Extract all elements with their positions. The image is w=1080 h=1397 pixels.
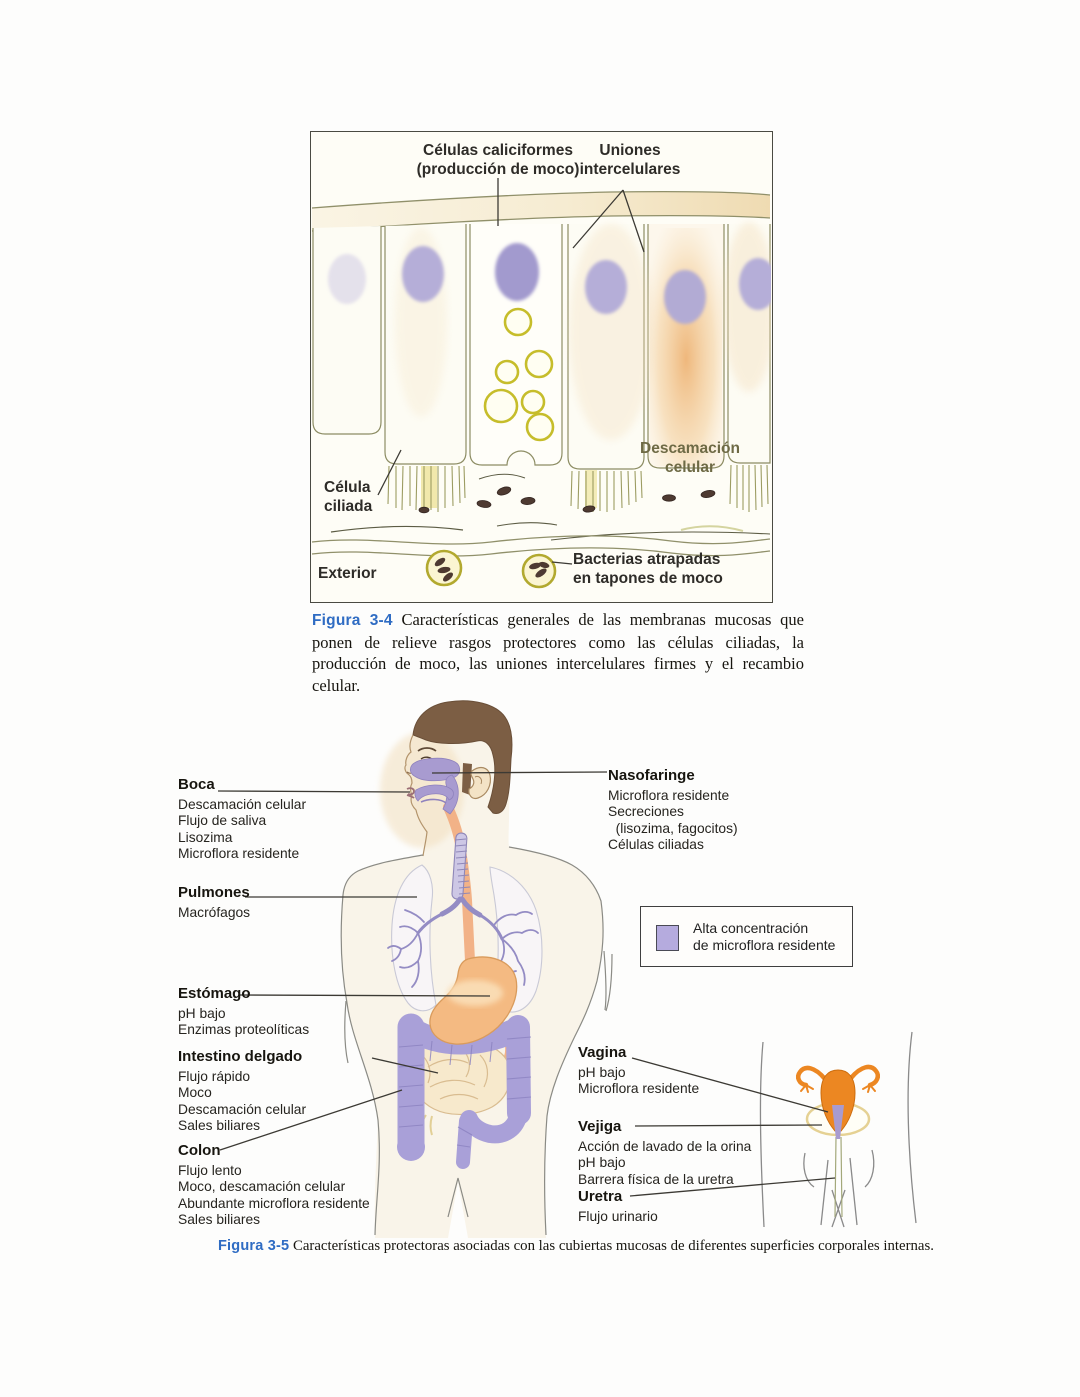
mucus-plugs [425, 549, 557, 589]
fimbriae [800, 1084, 876, 1093]
goblet-cells-label: Células caliciformes (producción de moco… [416, 142, 580, 178]
colon-haustra [398, 1036, 532, 1148]
figure4-leader-lines [377, 178, 645, 565]
body-outline [340, 846, 613, 1236]
nasal-oral-cavity [409, 757, 461, 815]
figure-3-4-panel [310, 131, 773, 603]
organ-title: Colon [178, 1142, 221, 1159]
head [404, 700, 513, 857]
figure-3-4-caption: Figura 3-4 Características generales de … [312, 610, 804, 695]
microflora-legend: Alta concentración de microflora residen… [640, 906, 853, 967]
mucus-boundary [311, 535, 771, 557]
urethra-tube [834, 1136, 843, 1218]
esophagus [443, 802, 475, 966]
organ-title: Pulmones [178, 884, 250, 901]
label-group-vejiga: Vejiga Acción de lavado de la orina pH b… [578, 1118, 752, 1187]
organ-title: Nasofaringe [608, 767, 695, 784]
exterior-label: Exterior [318, 565, 377, 582]
organ-title: Intestino delgado [178, 1048, 303, 1065]
label-group-boca: Boca Descamación celular Flujo de saliva… [178, 776, 307, 862]
label-group-uretra: Uretra Flujo urinario [578, 1188, 658, 1224]
mucus-strands [330, 473, 771, 541]
uterus-diagram [796, 1064, 880, 1218]
cell-nuclei [328, 243, 771, 324]
mucus-granules [483, 307, 555, 442]
eyebrow [417, 747, 437, 752]
uterus-body [820, 1069, 856, 1132]
legend-swatch [656, 925, 679, 951]
bronchial-tree [387, 896, 539, 988]
cilia [387, 464, 769, 512]
junctions-label: Uniones intercelulares [579, 142, 681, 178]
label-group-intestino-delgado: Intestino delgado Flujo rápido Moco Desc… [178, 1048, 307, 1134]
organ-title: Vagina [578, 1044, 627, 1061]
figure-3-5-tag: Figura 3-5 [218, 1238, 290, 1254]
body-diagram [217, 700, 917, 1238]
label-group-nasofaringe: Nasofaringe Microflora residente Secreci… [608, 767, 738, 853]
legend-text: Alta concentración de microflora residen… [693, 920, 836, 953]
figure5-leader-lines [217, 771, 836, 1197]
bacteria [418, 486, 716, 514]
pelvic-fragment [759, 1031, 917, 1228]
organ-title: Uretra [578, 1188, 623, 1205]
stomach [429, 956, 518, 1045]
label-group-pulmones: Pulmones Macrófagos [178, 884, 251, 920]
trapped-bacteria-label: Bacterias atrapadas en tapones de moco [573, 551, 723, 587]
lips [406, 787, 415, 799]
desquamation-label: Descamación celular [640, 440, 740, 476]
vagina [832, 1105, 844, 1139]
figure-3-5-caption: Figura 3-5 Características protectoras a… [218, 1238, 934, 1254]
organ-title: Vejiga [578, 1118, 622, 1135]
label-group-estomago: Estómago pH bajo Enzimas proteolíticas [178, 985, 310, 1038]
fallopian-tubes [796, 1064, 880, 1088]
label-group-vagina: Vagina pH bajo Microflora residente [578, 1044, 700, 1097]
mucosa-diagram [311, 178, 771, 589]
label-group-colon: Colon Flujo lento Moco, descamación celu… [178, 1142, 370, 1228]
organ-title: Boca [178, 776, 215, 793]
sideburn [462, 763, 472, 795]
organ-title: Estómago [178, 985, 251, 1002]
ciliated-cell-label: Célula ciliada [324, 479, 373, 515]
face-outline [404, 734, 428, 857]
hair [412, 700, 513, 814]
figure-3-4-tag: Figura 3-4 [312, 612, 393, 629]
